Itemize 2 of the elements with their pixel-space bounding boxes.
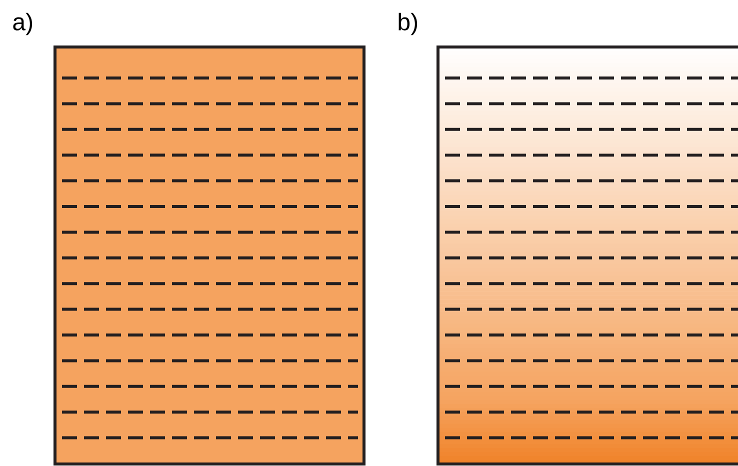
- panel-label: a): [13, 12, 32, 36]
- panel-label: b): [398, 12, 418, 36]
